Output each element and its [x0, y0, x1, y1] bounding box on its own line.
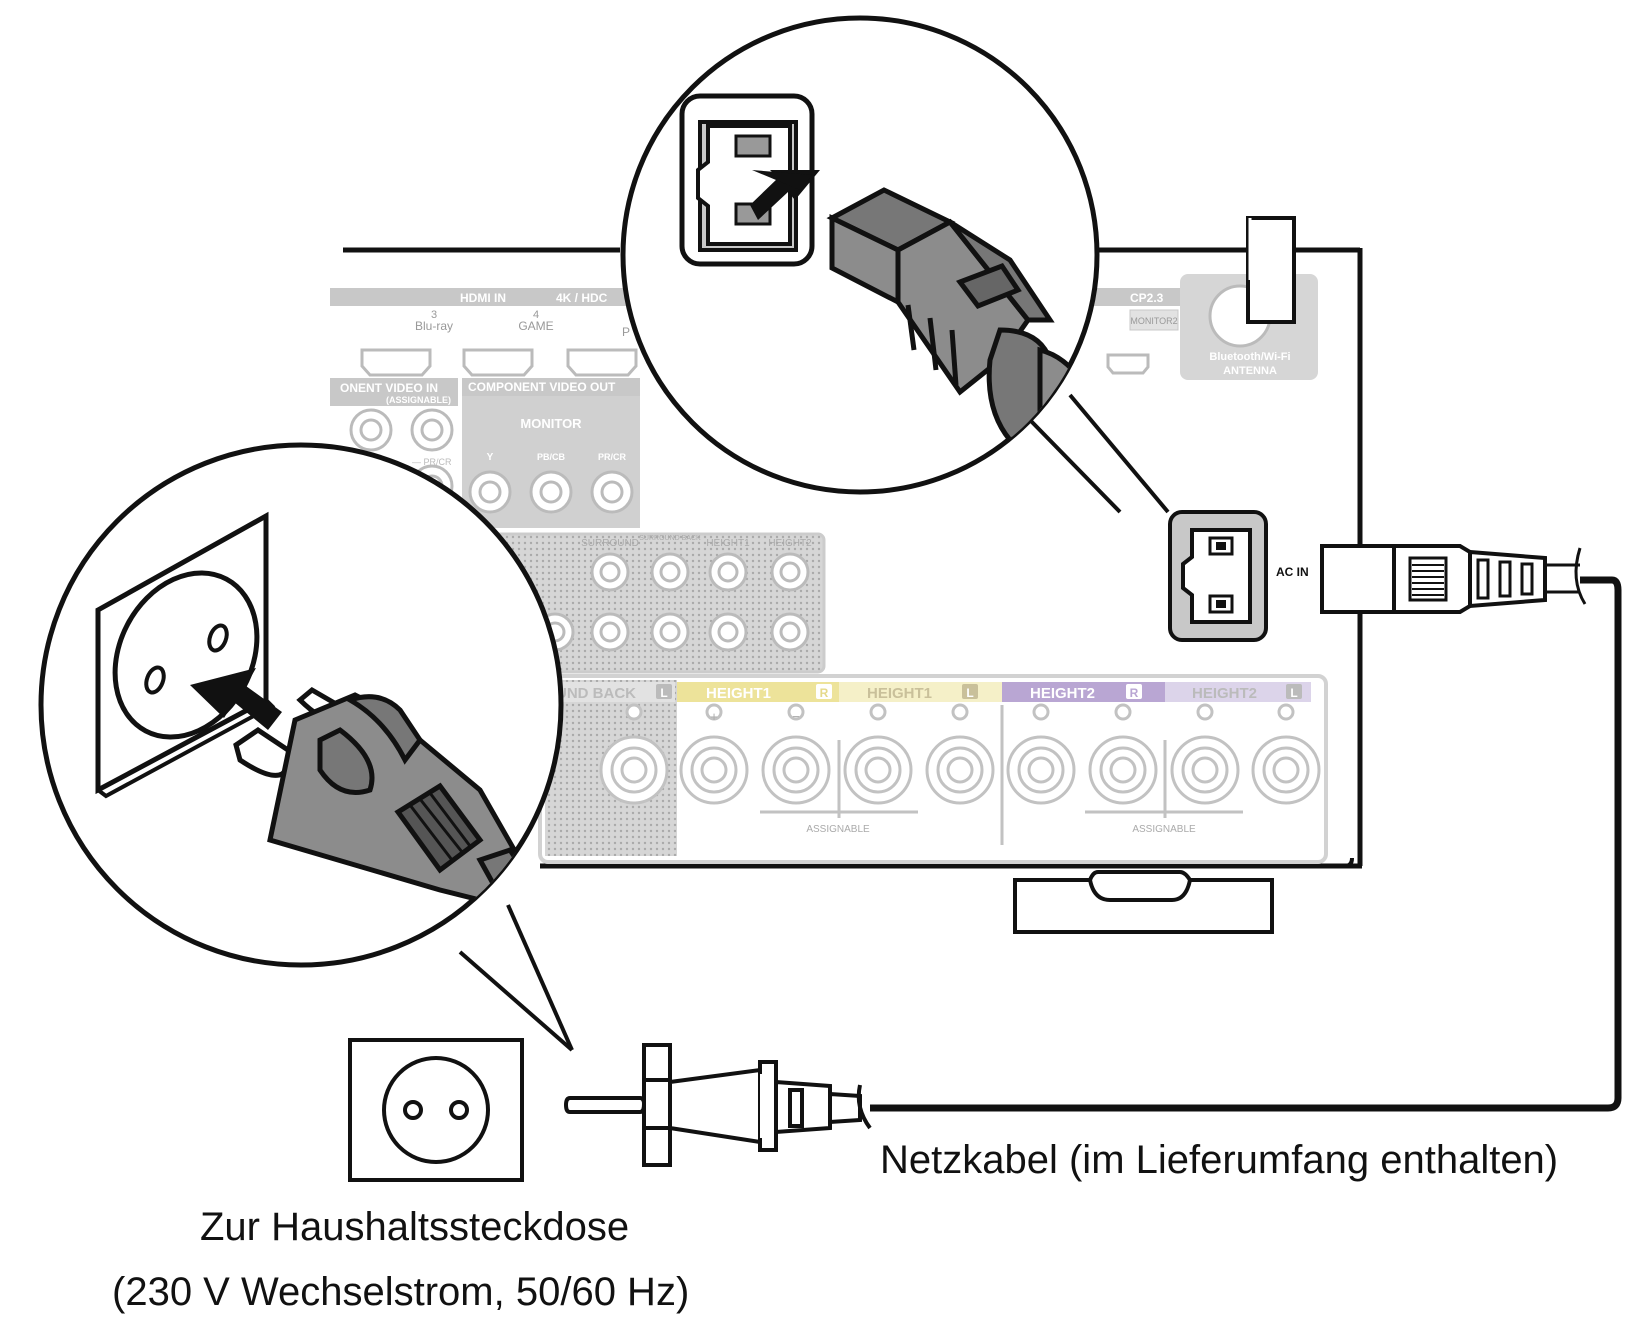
- outlet-caption-line1: Zur Haushaltssteckdose: [200, 1205, 630, 1249]
- arrow-icon: [750, 170, 820, 220]
- speaker-side-badges: [656, 684, 1302, 699]
- hdcp-right-label: CP2.3: [1130, 291, 1164, 305]
- speaker-label-0: UND BACK: [556, 685, 636, 702]
- hdmi-port3-name: Blu-ray: [415, 319, 453, 333]
- rca-jacks: [349, 408, 634, 514]
- jack-pr-label: PR/CR: [598, 452, 627, 462]
- outlet-caption-line2: (230 V Wechselstrom, 50/60 Hz): [112, 1270, 690, 1314]
- wall-outlet-icon: [348, 1038, 524, 1182]
- speaker-side-2: L: [966, 686, 973, 700]
- hdmi-ports: [360, 348, 1150, 377]
- euro-plug-icon: [233, 686, 534, 910]
- iec-c14-inlet-icon: [1168, 510, 1268, 642]
- iec-c13-plug-icon: [1320, 544, 1587, 614]
- speaker-label-1: HEIGHT1: [706, 685, 771, 702]
- speaker-headers: [545, 682, 1311, 702]
- antenna-label-1: Bluetooth/Wi-Fi: [1209, 351, 1290, 363]
- zoom-outlet-detail: [38, 442, 574, 1052]
- jack-pr-left-label: — PR/CR: [412, 457, 452, 467]
- speaker-side-4: L: [1290, 686, 1297, 700]
- receiver-foot: [1013, 870, 1274, 934]
- speaker-side-3: R: [1130, 686, 1139, 700]
- speaker-terminals: [599, 703, 1321, 845]
- plus-sign: +: [710, 709, 718, 724]
- component-in-sub: (ASSIGNABLE): [386, 395, 451, 405]
- antenna-label-2: ANTENNA: [1223, 365, 1277, 377]
- assignable-label-2: ASSIGNABLE: [1132, 824, 1196, 835]
- speaker-label-2: HEIGHT1: [867, 685, 932, 702]
- speaker-side-1: R: [820, 686, 829, 700]
- preout-surround-back: SURROUND BACK: [639, 535, 701, 542]
- assignable-label-1: ASSIGNABLE: [806, 824, 870, 835]
- hdmi-port4-number: 4: [533, 309, 539, 321]
- arrow-icon: [190, 668, 282, 730]
- zoom-inlet-detail: [620, 15, 1170, 515]
- component-in-label: ONENT VIDEO IN: [340, 381, 438, 395]
- wall-outlet-icon: [95, 511, 276, 799]
- monitor-label: MONITOR: [520, 416, 582, 431]
- jack-y-label: Y: [487, 452, 494, 463]
- hdcp-label: 4K / HDC: [556, 291, 608, 305]
- power-cable: [348, 544, 1622, 1182]
- jack-pb-label: PB/CB: [537, 452, 566, 462]
- preout-height2: HEIGHT2: [768, 538, 812, 549]
- power-cord-caption: Netzkabel (im Lieferumfang enthalten): [880, 1138, 1559, 1182]
- ac-in-label: AC IN: [1276, 565, 1309, 579]
- speaker-label-3: HEIGHT2: [1030, 685, 1095, 702]
- euro-plug-icon: [563, 1043, 872, 1167]
- speaker-label-4: HEIGHT2: [1192, 685, 1257, 702]
- monitor2-label: MONITOR2: [1130, 316, 1177, 326]
- preout-height1: HEIGHT1: [706, 538, 750, 549]
- minus-sign: −: [792, 709, 800, 724]
- speaker-side-0: L: [660, 686, 667, 700]
- hdmi-port5-partial: P: [622, 325, 630, 339]
- hdmi-port3-number: 3: [431, 309, 437, 321]
- hdmi-in-label: HDMI IN: [460, 291, 506, 305]
- hdmi-port4-name: GAME: [518, 319, 553, 333]
- antenna: Bluetooth/Wi-Fi ANTENNA: [1180, 216, 1318, 380]
- component-out-label: COMPONENT VIDEO OUT: [468, 380, 616, 394]
- preout-surround: SURROUND: [581, 538, 639, 549]
